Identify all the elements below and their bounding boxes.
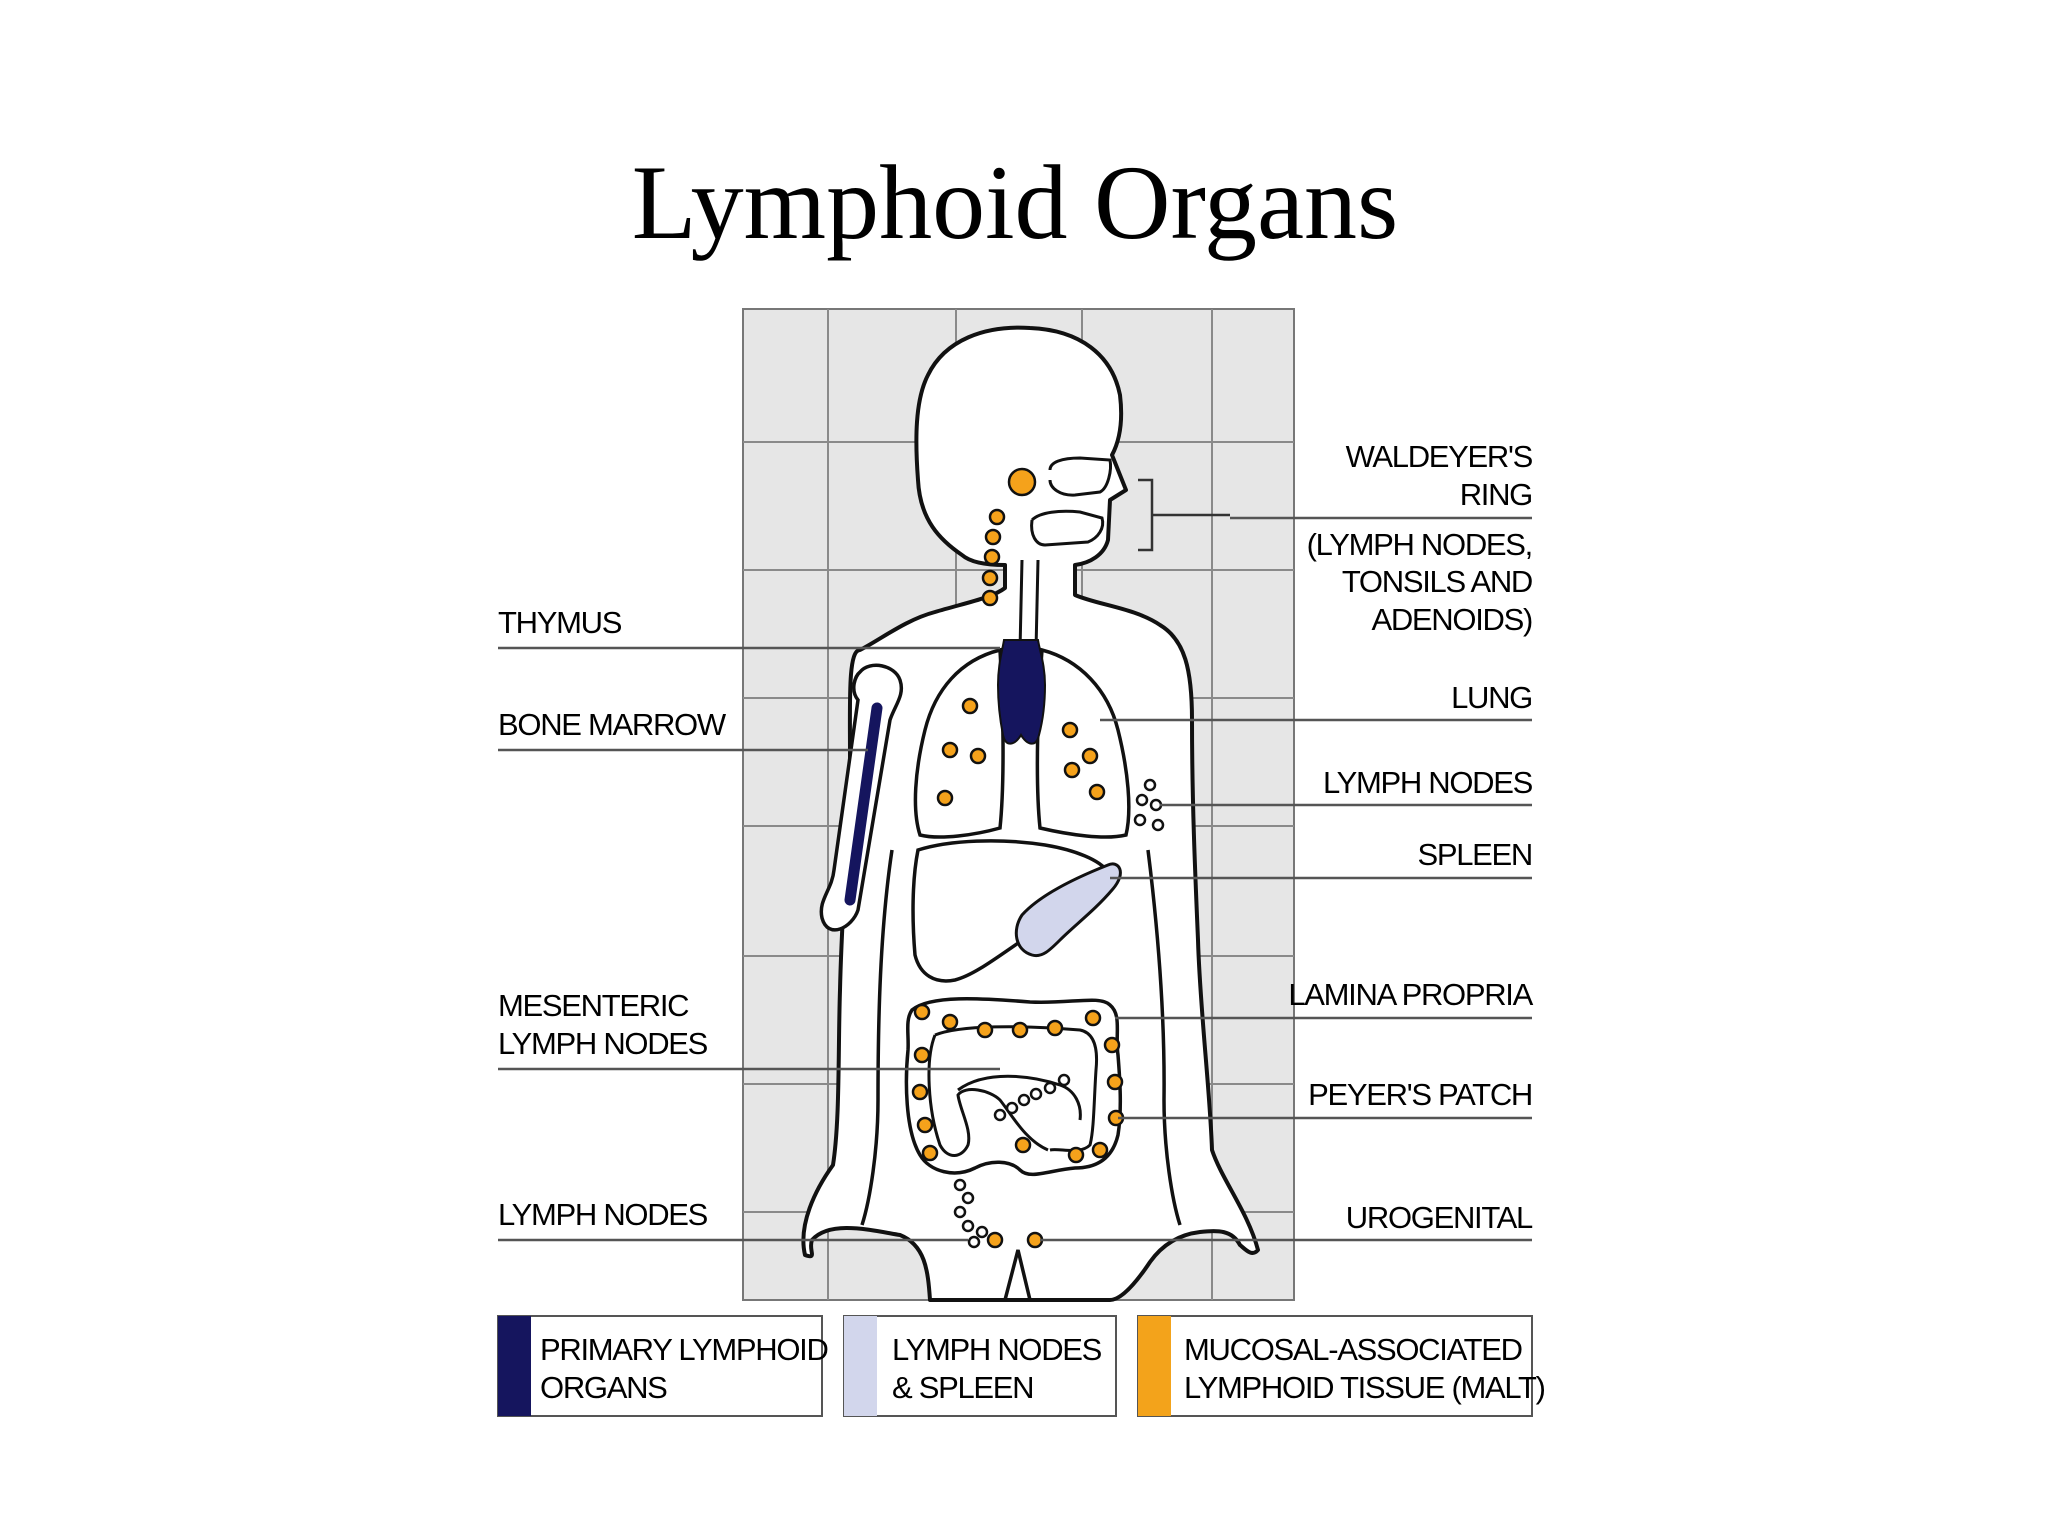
legend-lymph-line2: & SPLEEN	[892, 1370, 1033, 1405]
label-waldeyer-5: ADENOIDS)	[1371, 602, 1532, 637]
oral-cavity	[1032, 511, 1103, 545]
label-lung: LUNG	[1451, 680, 1532, 715]
legend-swatch-malt	[1138, 1316, 1171, 1416]
legend-malt-line2: LYMPHOID TISSUE (MALT)	[1184, 1370, 1545, 1405]
legend-item-malt: MUCOSAL-ASSOCIATED LYMPHOID TISSUE (MALT…	[1138, 1316, 1545, 1416]
thymus-organ	[998, 640, 1045, 744]
label-lymph-nodes-left: LYMPH NODES	[498, 1197, 708, 1232]
label-spleen: SPLEEN	[1417, 837, 1532, 872]
label-lymph-nodes-right: LYMPH NODES	[1323, 765, 1533, 800]
label-peyers-patch: PEYER'S PATCH	[1308, 1077, 1532, 1112]
nasal-cavity	[1050, 458, 1111, 495]
legend-swatch-primary	[498, 1316, 531, 1416]
label-urogenital: UROGENITAL	[1346, 1200, 1533, 1235]
label-mesenteric-1: MESENTERIC	[498, 988, 689, 1023]
legend-lymph-line1: LYMPH NODES	[892, 1332, 1102, 1367]
legend-malt-line1: MUCOSAL-ASSOCIATED	[1184, 1332, 1522, 1367]
label-waldeyer-1: WALDEYER'S	[1346, 439, 1533, 474]
label-waldeyer-3: (LYMPH NODES,	[1307, 527, 1532, 562]
legend-item-primary: PRIMARY LYMPHOID ORGANS	[498, 1316, 828, 1416]
label-mesenteric-2: LYMPH NODES	[498, 1026, 708, 1061]
label-bone-marrow: BONE MARROW	[498, 707, 727, 742]
label-thymus: THYMUS	[498, 605, 622, 640]
label-lamina-propria: LAMINA PROPRIA	[1288, 977, 1533, 1012]
page-title: Lymphoid Organs	[632, 144, 1399, 261]
legend: PRIMARY LYMPHOID ORGANS LYMPH NODES & SP…	[498, 1316, 1545, 1416]
legend-primary-line1: PRIMARY LYMPHOID	[540, 1332, 828, 1367]
label-waldeyer-4: TONSILS AND	[1342, 564, 1532, 599]
label-waldeyer-2: RING	[1460, 477, 1532, 512]
legend-swatch-lymph-spleen	[844, 1316, 877, 1416]
legend-item-lymph-spleen: LYMPH NODES & SPLEEN	[844, 1316, 1116, 1416]
legend-primary-line2: ORGANS	[540, 1370, 667, 1405]
